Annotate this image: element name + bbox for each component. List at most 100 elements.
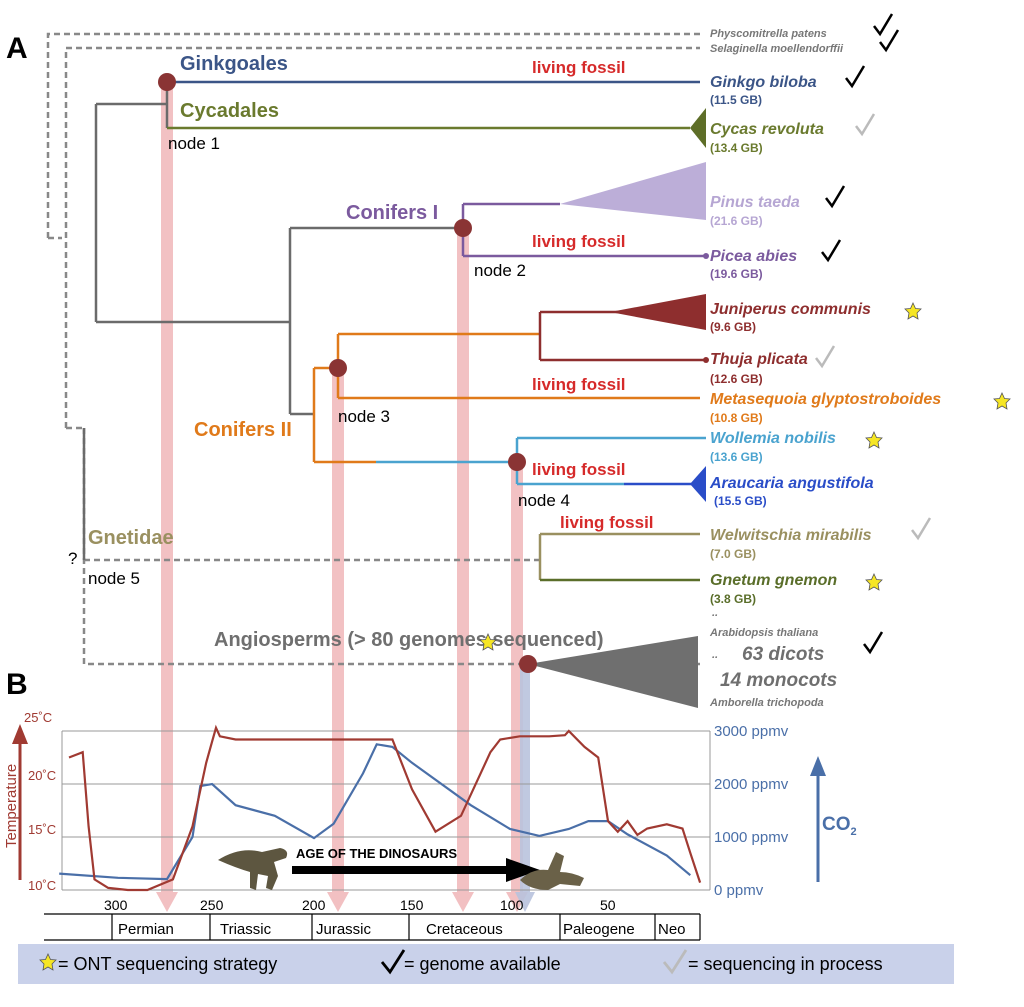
node-label-4: node 4 <box>518 491 570 510</box>
node-label-1: node 1 <box>168 134 220 153</box>
species-name-juniperus: Juniperus communis <box>710 301 871 318</box>
gnetidae-branches <box>538 532 700 582</box>
node-marker-angiosperms <box>519 655 537 673</box>
star-icon <box>904 302 922 320</box>
genome-size-cycas: (13.4 GB) <box>710 141 763 155</box>
period-jurassic: Jurassic <box>316 921 372 938</box>
check-pending-icon <box>855 113 876 137</box>
species-name-thuja: Thuja plicata <box>710 351 808 368</box>
node-marker-conifers-one <box>454 219 472 237</box>
clade-label-ginkgoales: Ginkgoales <box>180 53 288 75</box>
check-icon <box>879 29 900 53</box>
star-icon <box>39 953 57 971</box>
co2-tick-2000: 2000 ppmv <box>714 776 789 793</box>
time-arrow-node2-head <box>452 892 474 912</box>
genome-size-araucaria: (15.5 GB) <box>714 494 767 508</box>
check-pending-icon <box>911 517 932 541</box>
genome-size-juniperus: (9.6 GB) <box>710 320 756 334</box>
time-arrow-angio <box>520 668 530 892</box>
species-name-araucaria: Araucaria angustifola <box>709 475 874 492</box>
node-marker-conifers-two <box>329 359 347 377</box>
species-name-selaginella: Selaginella moellendorffii <box>710 43 844 55</box>
dinosaur-right-icon <box>520 852 584 890</box>
temperature-axis-arrow <box>12 724 28 880</box>
living-fossil-label-araucaria: living fossil <box>532 460 626 479</box>
node-label-3: node 3 <box>338 407 390 426</box>
co2-tick-3000: 3000 ppmv <box>714 723 789 740</box>
temperature-series-line <box>68 724 702 892</box>
co2-label-sub: 2 <box>851 826 857 838</box>
living-fossil-label-welwitschia: living fossil <box>560 513 654 532</box>
conifers-two-branches <box>312 310 706 486</box>
genome-size-picea: (19.6 GB) <box>710 267 763 281</box>
legend-background <box>18 944 954 984</box>
check-pending-icon <box>662 949 688 975</box>
species-name-gnetum: Gnetum gnemon <box>710 572 837 589</box>
time-arrow-node3 <box>332 370 344 892</box>
time-axis: 300 250 200 150 100 50 Permian Triassic … <box>44 897 701 941</box>
legend-available: = genome available <box>404 954 561 974</box>
clade-label-angiosperms: Angiosperms (> 80 genomes sequenced) <box>214 629 604 651</box>
climate-chart-panel: Temperature CO2 25˚C 20˚C 15˚C 10˚C 3000… <box>3 710 857 941</box>
genome-size-pinus: (21.6 GB) <box>710 214 763 228</box>
check-icon <box>873 13 894 37</box>
angio-dots-lower: .. <box>712 649 718 661</box>
co2-label-main: CO <box>822 814 851 835</box>
outgroup-branches <box>46 32 700 666</box>
dinosaur-left-icon <box>218 848 288 890</box>
backbone-branches <box>82 102 463 560</box>
species-name-welwitschia: Welwitschia mirabilis <box>710 527 872 544</box>
time-tick-200: 200 <box>302 897 326 913</box>
period-cretaceous: Cretaceous <box>426 921 503 938</box>
dino-arrow-head <box>506 858 540 882</box>
araucaria-wedge <box>690 466 706 502</box>
co2-tick-1000: 1000 ppmv <box>714 829 789 846</box>
juniperus-wedge <box>610 294 706 330</box>
species-name-ginkgo: Ginkgo biloba <box>710 74 817 91</box>
time-tick-300: 300 <box>104 897 128 913</box>
genome-size-wollemia: (13.6 GB) <box>710 450 763 464</box>
angio-monocots-count: 14 monocots <box>720 670 837 691</box>
species-name-picea: Picea abies <box>710 248 797 265</box>
panel-letter-a: A <box>6 32 28 65</box>
node-marker-ginkgoales <box>158 73 176 91</box>
check-icon <box>845 65 866 89</box>
temp-tick-15: 15˚C <box>28 822 56 837</box>
check-pending-icon <box>815 345 836 369</box>
period-paleogene: Paleogene <box>563 921 635 938</box>
species-name-physcomitrella: Physcomitrella patens <box>710 28 827 40</box>
genome-size-thuja: (12.6 GB) <box>710 372 763 386</box>
dinosaur-age-banner: AGE OF THE DINOSAURS <box>218 846 584 890</box>
star-icon <box>865 573 883 591</box>
angio-dicots-count: 63 dicots <box>742 644 824 665</box>
dino-arrow-shaft <box>292 866 512 874</box>
phylogeny-panel: A B Ginkgoales Cycadales Conifers I Coni… <box>6 13 1011 912</box>
time-arrow-angio-head <box>515 892 535 912</box>
period-triassic: Triassic <box>220 921 272 938</box>
living-fossil-label-ginkgo: living fossil <box>532 58 626 77</box>
genome-size-metasequoia: (10.8 GB) <box>710 411 763 425</box>
co2-ticks: 3000 ppmv 2000 ppmv 1000 ppmv 0 ppmv <box>714 723 789 899</box>
living-fossil-label-picea: living fossil <box>532 232 626 251</box>
time-tick-250: 250 <box>200 897 224 913</box>
time-tick-150: 150 <box>400 897 424 913</box>
genome-size-gnetum: (3.8 GB) <box>710 592 756 606</box>
genome-size-ginkgo: (11.5 GB) <box>710 93 762 107</box>
check-icon <box>825 185 846 209</box>
angiosperm-wedge <box>528 636 698 708</box>
temp-tick-20: 20˚C <box>28 768 56 783</box>
check-icon <box>863 631 884 655</box>
temp-tick-10: 10˚C <box>28 878 56 893</box>
clade-label-conifers-two: Conifers II <box>194 419 292 441</box>
angio-species-amborella: Amborella trichopoda <box>709 697 824 709</box>
time-tick-100: 100 <box>500 897 524 913</box>
species-name-metasequoia: Metasequoia glyptostroboides <box>710 391 941 408</box>
dino-banner-text: AGE OF THE DINOSAURS <box>296 846 457 861</box>
clade-label-gnetidae: Gnetidae <box>88 527 174 549</box>
picea-tip <box>703 253 709 259</box>
living-fossil-label-metasequoia: living fossil <box>532 375 626 394</box>
check-icon <box>821 239 842 263</box>
angio-species-arabidopsis: Arabidopsis thaliana <box>709 627 818 639</box>
star-icon <box>993 392 1011 410</box>
